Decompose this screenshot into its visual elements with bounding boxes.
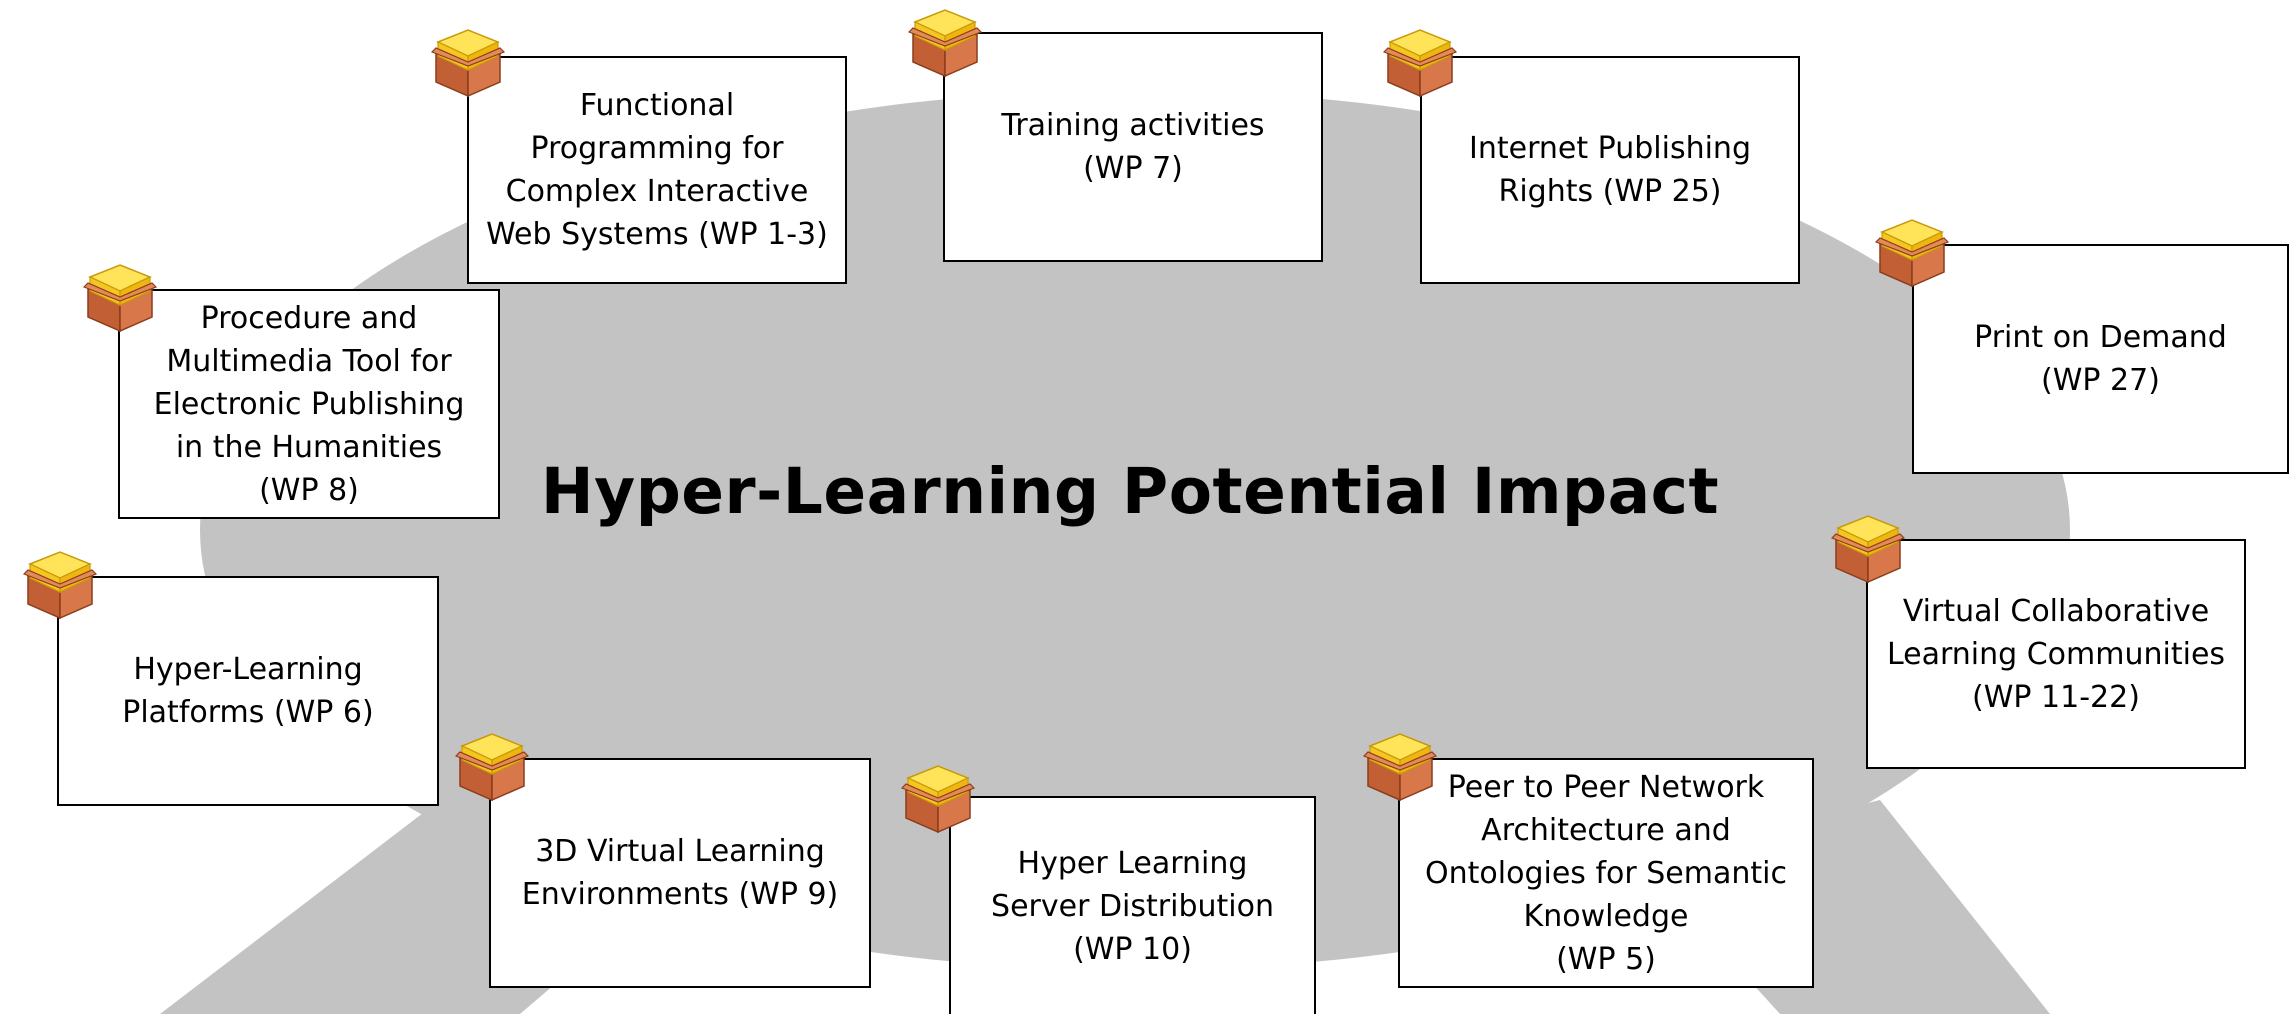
wp-box-internet-publishing-rights: Internet Publishing Rights (WP 25) — [1420, 56, 1800, 284]
package-icon — [431, 29, 505, 97]
diagram-title: Hyper-Learning Potential Impact — [540, 455, 1720, 528]
wp-label: 3D Virtual Learning Environments (WP 9) — [521, 834, 839, 912]
wp-label: Virtual Collaborative Learning Communiti… — [1886, 593, 2226, 715]
package-icon — [1383, 29, 1457, 97]
wp-box-procedure-multimedia-tool: Procedure and Multimedia Tool for Electr… — [118, 289, 500, 519]
wp-label: Training activities (WP 7) — [1001, 108, 1265, 186]
wp-box-functional-programming: Functional Programming for Complex Inter… — [467, 56, 847, 284]
package-icon — [1363, 733, 1437, 801]
wp-label: Hyper-Learning Platforms (WP 6) — [122, 652, 374, 730]
wp-label: Hyper Learning Server Distribution (WP 1… — [991, 845, 1274, 967]
wp-label: Functional Programming for Complex Inter… — [486, 88, 828, 252]
package-icon — [908, 9, 982, 77]
wp-label: Internet Publishing Rights (WP 25) — [1469, 131, 1751, 209]
wp-box-hyper-learning-server: Hyper Learning Server Distribution (WP 1… — [949, 796, 1316, 1014]
wp-box-3d-virtual-learning: 3D Virtual Learning Environments (WP 9) — [489, 758, 871, 988]
package-icon — [1831, 515, 1905, 583]
wp-label: Peer to Peer Network Architecture and On… — [1425, 769, 1787, 977]
wp-box-virtual-collaborative-learning: Virtual Collaborative Learning Communiti… — [1866, 539, 2246, 769]
wp-box-training-activities: Training activities (WP 7) — [943, 32, 1323, 262]
package-icon — [83, 264, 157, 332]
package-icon — [1875, 219, 1949, 287]
wp-box-hyper-learning-platforms: Hyper-Learning Platforms (WP 6) — [57, 576, 439, 806]
wp-label: Procedure and Multimedia Tool for Electr… — [153, 300, 465, 508]
wp-box-peer-to-peer-network: Peer to Peer Network Architecture and On… — [1398, 758, 1814, 988]
package-icon — [901, 765, 975, 833]
wp-box-print-on-demand: Print on Demand (WP 27) — [1912, 244, 2289, 474]
package-icon — [23, 551, 97, 619]
wp-label: Print on Demand (WP 27) — [1974, 320, 2227, 398]
package-icon — [455, 733, 529, 801]
background-ellipse — [200, 90, 2070, 970]
